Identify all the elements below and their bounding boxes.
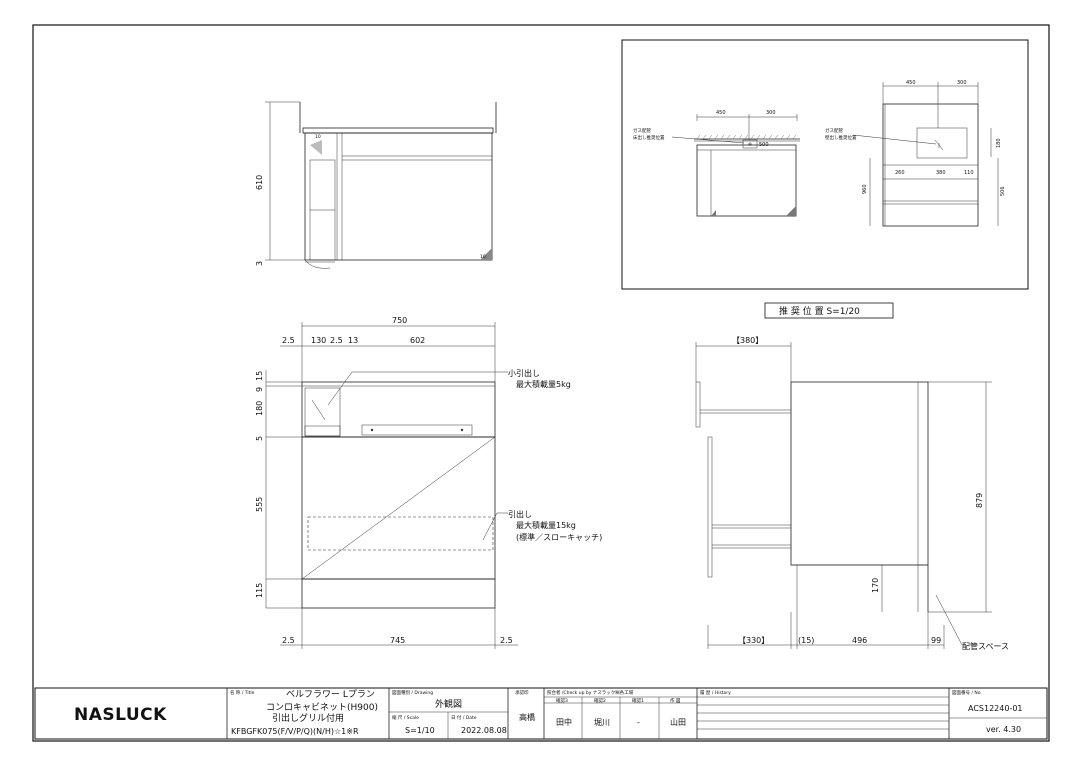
side_view-dims-0-text: 【380】 xyxy=(732,336,763,345)
title_block-check_cols-2-text: 確認1 xyxy=(632,697,644,704)
brand-logo: NASLUCK xyxy=(74,705,167,725)
title_block-check_cols-0-text: 確認3 xyxy=(556,697,568,704)
top_view-marks-0-text: 10 xyxy=(480,254,486,260)
title_block-title_label-text: 名 称 / Title xyxy=(230,689,255,696)
inset-right_dims-4-text: 380 xyxy=(936,170,946,176)
front_view-drawer_small_2-text: 最大積載量5kg xyxy=(516,379,571,389)
side_view-dims-6-text: 99 xyxy=(931,636,941,645)
side_view-dims-4-text: (15) xyxy=(798,636,814,645)
front_view-bottom_dims-1-text: 745 xyxy=(390,636,405,645)
front_view-drawer_3-text: (標準／スローキャッチ) xyxy=(516,532,602,542)
inset-right_dims-3-text: 260 xyxy=(895,170,905,176)
inset-right_dims-5-text: 110 xyxy=(964,170,974,176)
title_block-approver_label-text: 承認印 xyxy=(515,689,529,696)
side_view-dims-2-text: 170 xyxy=(871,578,880,593)
title_block-scale_label-text: 縮 尺 / Scale xyxy=(392,714,419,721)
side_view-dims-5-text: 496 xyxy=(852,636,867,645)
front_view-drawer_1-text: 引出し xyxy=(508,509,532,519)
sheet-border xyxy=(32,24,1050,742)
inset-left_dims-2-text: 500 xyxy=(759,142,769,148)
top-view: 10 10 610 3 xyxy=(255,101,497,269)
title_block-drawing_label-text: 図面種別 / Drawing xyxy=(392,689,433,696)
front_view-bottom_dims-2-text: 2.5 xyxy=(500,636,513,645)
title_block-date_label-text: 日 付 / Date xyxy=(451,714,477,721)
side_view-dims-3-text: 【330】 xyxy=(738,636,769,645)
inset-right_dims-7-text: 506 xyxy=(1000,186,1006,196)
side_view-dims-1-text: 879 xyxy=(975,493,984,508)
front_view-left_dims-3-text: 5 xyxy=(255,436,264,441)
side_view-pipe_space-text: 配管スペース xyxy=(962,641,1009,651)
title_block-title_3-text: 引出しグリル付用 xyxy=(272,712,344,724)
recommend-label: 推 奨 位 置 S=1/20 xyxy=(779,305,860,317)
front_view-top_dims-0-text: 750 xyxy=(392,316,407,325)
title_block-number_label-text: 図面番号 / No. xyxy=(952,689,982,696)
inset-note_left_2-text: 床出し推奨位置 xyxy=(633,134,665,141)
front_view-top_dims-2-text: 130 xyxy=(311,336,326,345)
title_block-title_1-text: ベルフラワー Lプラン xyxy=(286,689,375,700)
title_block-date-text: 2022.08.08 xyxy=(461,726,507,735)
title_block-check_cols-1-text: 確認2 xyxy=(594,697,606,704)
front_view-drawer_2-text: 最大積載量15kg xyxy=(516,520,576,530)
title_block-checkers-2-text: - xyxy=(637,718,640,727)
title_block-checkers-0-text: 田中 xyxy=(556,717,572,727)
title_block-title_4-text: KFBGFK075(F/V/P/Q)(N/H)☆1※R xyxy=(231,727,359,736)
title_block-approver-text: 高橋 xyxy=(519,712,535,722)
front_view-left_dims-0-text: 15 xyxy=(255,371,264,381)
inset-left_dims-1-text: 300 xyxy=(766,110,776,116)
front_view-drawer_small_1-text: 小引出し xyxy=(508,368,540,378)
inset-recommended-position: 450 300 500 ガス配管 床出し推奨位置 450 300 180 xyxy=(621,39,1029,290)
title_block-drawing-text: 外観図 xyxy=(435,698,462,710)
title_block-checkers-3-text: 山田 xyxy=(670,717,686,727)
inset-note_left_1-text: ガス配管 xyxy=(633,127,651,134)
title_block-check_cols-3-text: 作 図 xyxy=(670,697,681,704)
inset-elevation-view: 450 300 180 260 380 110 960 506 ガス配管 壁出し… xyxy=(825,80,1006,227)
front_view-bottom_dims-0-text: 2.5 xyxy=(282,636,295,645)
inset-right_dims-0-text: 450 xyxy=(906,80,916,86)
inset-right_dims-1-text: 300 xyxy=(957,80,967,86)
top_view-dims-0-text: 610 xyxy=(255,175,264,190)
front-view: 750 2.5 130 2.5 13 602 15 9 180 5 555 11… xyxy=(255,316,602,649)
title_block-history_label-text: 履 歴 / History xyxy=(700,690,731,696)
top_view-marks-1-text: 10 xyxy=(315,134,321,140)
inset-right_dims-2-text: 180 xyxy=(996,138,1002,148)
front_view-left_dims-1-text: 9 xyxy=(255,387,264,392)
title-block: NASLUCK 名 称 / Title ベルフラワー Lプラン コンロキャビネッ… xyxy=(34,687,1048,740)
front_view-left_dims-2-text: 180 xyxy=(255,401,264,416)
title_block-number-text: ACS12240-01 xyxy=(968,704,1023,713)
front_view-top_dims-1-text: 2.5 xyxy=(282,336,295,345)
front_view-left_dims-4-text: 555 xyxy=(255,497,264,512)
recommend-label-box xyxy=(764,302,894,319)
inset-note_right_2-text: 壁出し推奨位置 xyxy=(825,134,857,141)
top_view-dims-1-text: 3 xyxy=(255,261,264,266)
inset-note_right_1-text: ガス配管 xyxy=(825,127,843,134)
front_view-top_dims-4-text: 13 xyxy=(348,336,358,345)
inset-frame xyxy=(621,39,1029,290)
title_block-title_2-text: コンロキャビネット(H900) xyxy=(266,702,378,713)
inset-plan-view: 450 300 500 ガス配管 床出し推奨位置 xyxy=(633,110,800,217)
title_block-version-text: ver. 4.30 xyxy=(986,725,1021,734)
side-view: 【380】 879 170 【330】 (15) 496 99 配管スペース xyxy=(695,336,1009,651)
inset-right_dims-6-text: 960 xyxy=(862,184,868,194)
inset-left_dims-0-text: 450 xyxy=(716,110,726,116)
title_block-checkers-1-text: 堀川 xyxy=(594,718,610,727)
front_view-left_dims-5-text: 115 xyxy=(255,583,264,598)
title_block-scale-text: S=1/10 xyxy=(405,726,435,735)
front_view-top_dims-5-text: 602 xyxy=(410,336,425,345)
front_view-top_dims-3-text: 2.5 xyxy=(330,336,343,345)
title_block-check_label-text: 照合者 /Check up by ナスラック㈱各工場 xyxy=(547,689,634,696)
